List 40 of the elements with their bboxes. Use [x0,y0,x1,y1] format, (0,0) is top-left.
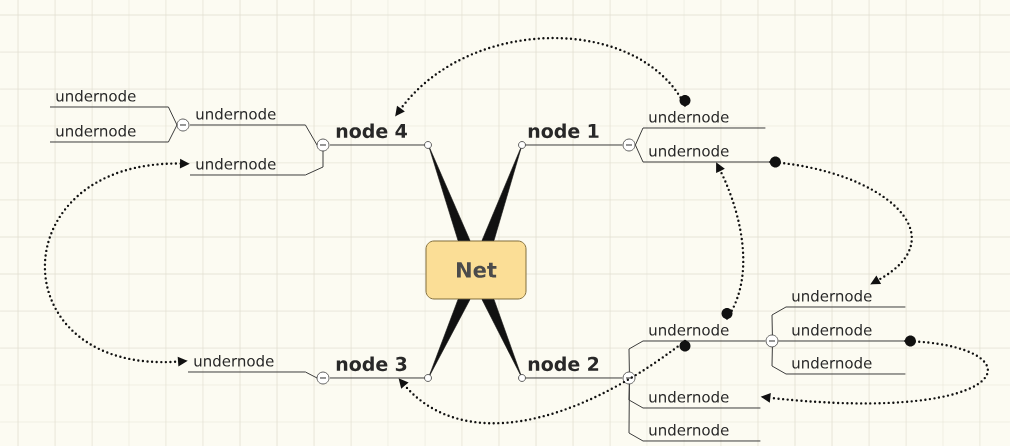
subtopic: undernode [785,324,916,347]
node-label: node 4 [336,123,407,139]
subtopic: undernode [642,391,761,409]
subtopic: undernode [642,95,766,129]
branch-topic: node 3 [316,356,429,385]
node-label: undernode [649,110,729,123]
branch-line [634,127,644,146]
subtopic: undernode [176,108,306,132]
node-label: undernode [792,323,872,336]
branch-line [167,124,178,143]
subtopic: undernode [49,125,169,143]
subtopic: undernode [187,355,306,373]
node-label: undernode [196,107,276,120]
central-topic-box: Net [425,240,527,300]
branch-line [304,150,324,176]
branch-topic: node 2 [521,356,636,385]
relationship-arrow [769,160,913,285]
subtopic: undernode [785,357,906,375]
subtopic: undernode [642,145,781,168]
node-label: node 1 [528,123,599,139]
node-label: undernode [649,323,729,336]
branch-line [167,106,178,126]
node-label: node 2 [528,356,599,372]
branch-line [634,144,644,163]
subtopic: undernode [189,158,306,176]
subtopic: undernode [642,308,779,352]
branch-line [628,383,644,442]
branch-line [777,340,787,342]
branch-topic: node 4 [316,123,429,152]
branch-line [304,124,318,146]
node-label: undernode [649,144,729,157]
subtopic: undernode [49,90,169,108]
branch-line [771,306,787,336]
node-label: node 3 [336,356,407,372]
branch-topic: node 1 [521,123,636,152]
subtopic: undernode [785,290,906,308]
branch-line [628,340,644,373]
branch-line [304,371,318,379]
branch-line [771,346,787,375]
subtopic: undernode [642,424,761,442]
